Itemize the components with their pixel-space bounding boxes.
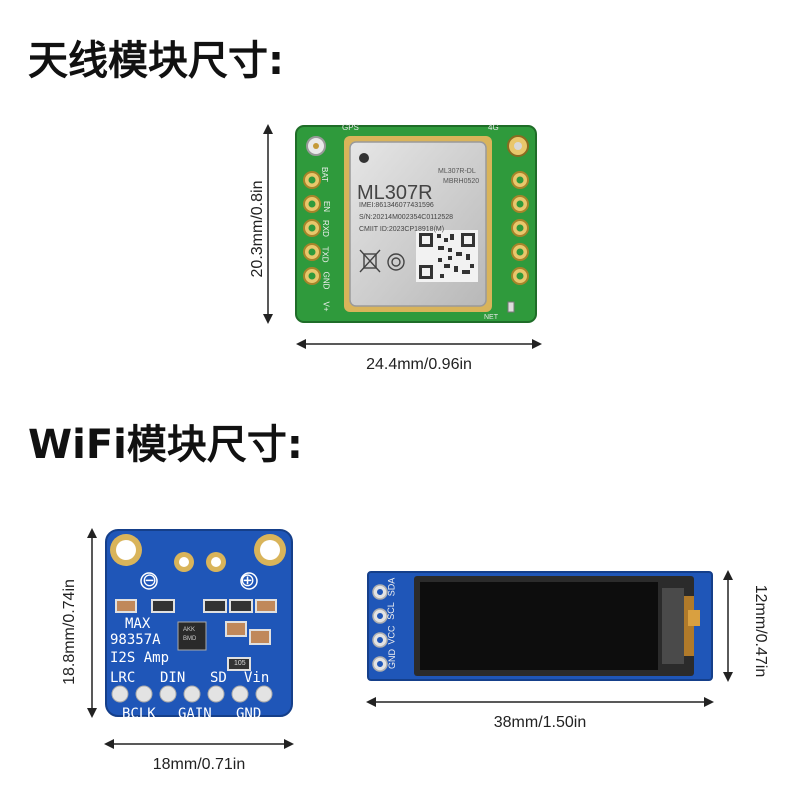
amp-module-board (105, 529, 293, 717)
chip-sn-label: S/N:20214M002354C0112528 (359, 214, 454, 221)
amp-pin-lrc: LRC (110, 670, 136, 686)
amp-small-chip-text: 105 (234, 660, 246, 667)
chip-sub-label-1: ML307R-DL (438, 168, 476, 175)
antenna-width-arrow (296, 339, 542, 349)
amp-minus-symbol: ⊖ (142, 570, 158, 590)
oled-pin-labels: GND VCC SCL SDA (386, 572, 410, 682)
pin-label-gnd: GND (321, 271, 331, 290)
recycle-bin-mark (359, 249, 381, 273)
pin-label-bat: BAT (319, 167, 329, 182)
amp-pin-sd: SD (210, 670, 227, 686)
amp-label-model: 98357A (110, 632, 161, 648)
4g-label: 4G (488, 123, 499, 132)
antenna-height-label: 20.3mm/0.8in (249, 180, 266, 278)
qr-code (416, 230, 478, 282)
antenna-width-label: 24.4mm/0.96in (366, 356, 472, 373)
oled-pin-vcc: VCC (386, 625, 397, 645)
amp-pin-gnd: GND (236, 706, 262, 722)
amp-label-i2s: I2S Amp (110, 650, 170, 666)
chip-model-label: ML307R (357, 182, 433, 204)
chip-sub-label-2: MBRH0520 (443, 178, 480, 185)
oled-width-arrow (366, 697, 714, 707)
amp-label-max: MAX (125, 616, 151, 632)
amp-chip-text-2: BMD (183, 636, 197, 642)
pin-label-txd: TXD (320, 246, 330, 263)
amp-plus-symbol: ⊕ (240, 570, 256, 590)
amp-pin-bclk: BCLK (122, 706, 156, 722)
amp-height-label: 18.8mm/0.74in (61, 579, 78, 685)
oled-pin-sda: SDA (386, 577, 397, 597)
amp-pin-din: DIN (160, 670, 186, 686)
amp-height-arrow (87, 528, 97, 718)
antenna-left-pins (303, 171, 321, 285)
antenna-module-board (295, 125, 537, 323)
antenna-module-heading: 天线模块尺寸: (28, 38, 284, 84)
amp-width-arrow (104, 739, 294, 749)
antenna-height-arrow (263, 124, 273, 324)
ccc-mark (387, 253, 405, 271)
oled-module-board (367, 571, 713, 681)
oled-height-arrow (723, 570, 733, 682)
amp-pin-vin: Vin (244, 670, 270, 686)
pin-label-vplus: V+ (321, 301, 331, 312)
wifi-module-heading: WiFi模块尺寸: (28, 422, 303, 468)
amp-width-label: 18mm/0.71in (152, 756, 246, 773)
gps-label: GPS (342, 123, 359, 132)
pin-label-rxd: RXD (320, 220, 330, 237)
oled-pin-gnd: GND (387, 649, 397, 669)
amp-chip-text-1: AKK (183, 627, 196, 633)
amp-chip (177, 621, 207, 651)
oled-height-label: 12mm/0.47in (752, 584, 769, 678)
antenna-right-pins (511, 171, 529, 285)
amp-pin-gain: GAIN (178, 706, 212, 722)
oled-width-label: 38mm/1.50in (493, 714, 587, 731)
antenna-pin-labels: BAT EN RXD TXD GND V+ (320, 166, 337, 316)
pin-label-en: EN (322, 200, 332, 213)
chip-imei-label: IMEI:861346077431596 (359, 202, 434, 209)
chip-cmiit-label: CMIIT ID:2023CP18918(M) (359, 226, 445, 233)
oled-pin-scl: SCL (385, 602, 396, 620)
net-label: NET (484, 314, 498, 321)
